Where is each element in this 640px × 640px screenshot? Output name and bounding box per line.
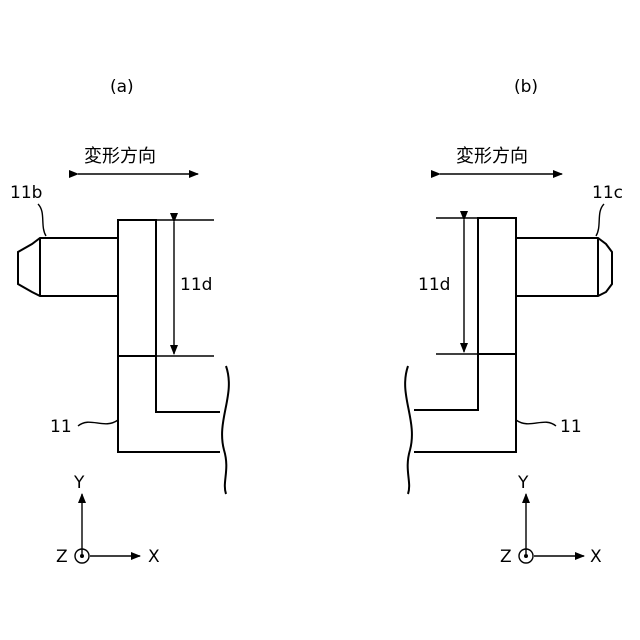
panel-a-pin-leader [38, 204, 46, 236]
panel-b-y-label: Y [517, 473, 529, 493]
panel-b-body-leader [516, 420, 556, 426]
panel-a-x-label: X [148, 547, 160, 567]
panel-a-pin [18, 238, 118, 296]
panel-b-body-inner [414, 354, 478, 410]
panel-a-body-label: 11 [50, 417, 72, 437]
panel-b-x-label: X [590, 547, 602, 567]
panel-b-pin-leader [596, 204, 604, 236]
panel-b-direction-label: 変形方向 [456, 146, 528, 167]
panel-a-break-line [222, 366, 229, 494]
panel-b-body-outer [414, 354, 516, 452]
panel-a-pin-label: 11b [10, 183, 42, 203]
panel-a: (a) 変形方向 11b 11d 11 Y X Z [10, 77, 229, 567]
panel-b-label: (b) [514, 77, 538, 97]
panel-b-protrusion [478, 218, 516, 354]
panel-a-direction-label: 変形方向 [84, 146, 156, 167]
panel-a-dim-label: 11d [180, 275, 212, 295]
panel-b-dim-label: 11d [418, 275, 450, 295]
panel-a-protrusion [118, 220, 156, 356]
panel-b: (b) 変形方向 11c 11d 11 Y X Z [405, 77, 623, 567]
panel-a-body-outer [118, 356, 220, 452]
panel-b-z-label: Z [500, 547, 512, 567]
panel-b-break-line [405, 366, 412, 494]
panel-b-z-axis-dot [524, 554, 528, 558]
panel-a-label: (a) [110, 77, 134, 97]
panel-b-body-label: 11 [560, 417, 582, 437]
panel-b-pin-label: 11c [592, 183, 623, 203]
panel-a-z-axis-dot [80, 554, 84, 558]
panel-a-body-leader [78, 420, 118, 426]
panel-a-y-label: Y [73, 473, 85, 493]
panel-a-body-inner [156, 356, 220, 412]
panel-a-z-label: Z [56, 547, 68, 567]
